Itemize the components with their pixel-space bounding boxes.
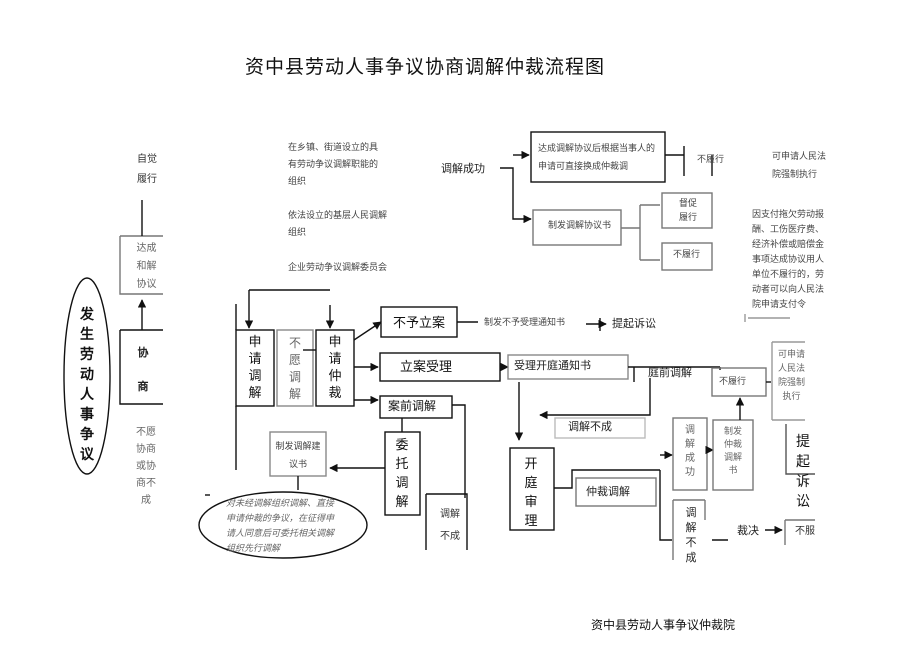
dispute-oval-label: 发生劳动人事争议 <box>80 307 94 463</box>
entrust-note-ellipse: 对未经调解组织调解、直接申请仲裁的争议，在征得申请人同意后可委托相关调解组织先行… <box>226 499 335 554</box>
mediation-success-box: 调解成功 <box>685 425 695 478</box>
issue-agreement-box: 制发调解协议书 <box>548 221 612 231</box>
unwilling-mediation-box: 不愿调解 <box>288 336 301 401</box>
agreement-label: 达成和解协议 <box>136 243 157 290</box>
accept-box: 立案受理 <box>400 360 453 375</box>
hearing-box: 开庭审理 <box>524 457 538 529</box>
court-mediation-label: 庭前调解 <box>648 366 692 379</box>
mediation-success-label: 调解成功 <box>441 162 485 175</box>
sue-box-2: 提起诉讼 <box>796 434 810 510</box>
org-township: 在乡镇、街道设立的具有劳动争议调解职能的组织 <box>288 143 379 187</box>
mediation-fail-box: 调解不成 <box>440 509 460 542</box>
award-label: 裁决 <box>737 524 759 537</box>
apply-arbitration-box: 申请仲裁 <box>328 335 342 401</box>
not-accept-notice-label: 制发不予受理通知书 <box>484 318 566 328</box>
not-perform-box: 不履行 <box>673 250 701 260</box>
court-enforce-box-2: 可申请人民法院强制执行 <box>778 350 806 402</box>
mediation-suggestion-box: 制发调解建议书 <box>275 442 321 470</box>
oval-shape <box>63 277 111 475</box>
entrust-mediation-box: 委托调解 <box>395 438 409 510</box>
self-perform-label: 自觉履行 <box>137 154 157 185</box>
not-perform-label: 不履行 <box>697 155 725 165</box>
page-title: 资中县劳动人事争议协商调解仲裁流程图 <box>245 56 606 78</box>
not-accept-box: 不予立案 <box>393 316 446 331</box>
not-perform-box-3: 不履行 <box>719 377 747 387</box>
not-accept-award-label: 不服 <box>795 526 815 537</box>
arbitration-mediation-book-box: 制发仲裁调解书 <box>723 427 742 476</box>
footer-org: 资中县劳动人事争议仲裁院 <box>591 618 736 632</box>
apply-mediation-box: 申请调解 <box>248 335 262 401</box>
mediation-fail-label: 调解不成 <box>568 420 612 433</box>
agreement-convert-box: 达成调解协议后根据当事人的申请可直接换成仲裁调 <box>538 144 656 172</box>
mediation-fail-box-3: 调解不成 <box>685 506 697 564</box>
refuse-negotiate-label: 不愿协商或协商不成 <box>136 427 156 506</box>
negotiate-label: 协商 <box>137 346 149 393</box>
arbitration-mediation-box: 仲裁调解 <box>586 485 630 498</box>
court-enforce-label: 可申请人民法院强制执行 <box>772 152 827 180</box>
sue-label: 提起诉讼 <box>612 317 656 330</box>
org-enterprise-committee: 企业劳动争议调解委员会 <box>288 263 388 273</box>
pre-mediation-box: 案前调解 <box>388 399 437 413</box>
supervise-box: 督促履行 <box>678 199 697 223</box>
payment-order-note: 因支付拖欠劳动报酬、工伤医疗费、经济补偿或赔偿金事项达成协议用人单位不履行的，劳… <box>752 210 825 310</box>
org-people-mediation: 依法设立的基层人民调解组织 <box>288 211 388 238</box>
accept-notice-box: 受理开庭通知书 <box>514 359 591 372</box>
